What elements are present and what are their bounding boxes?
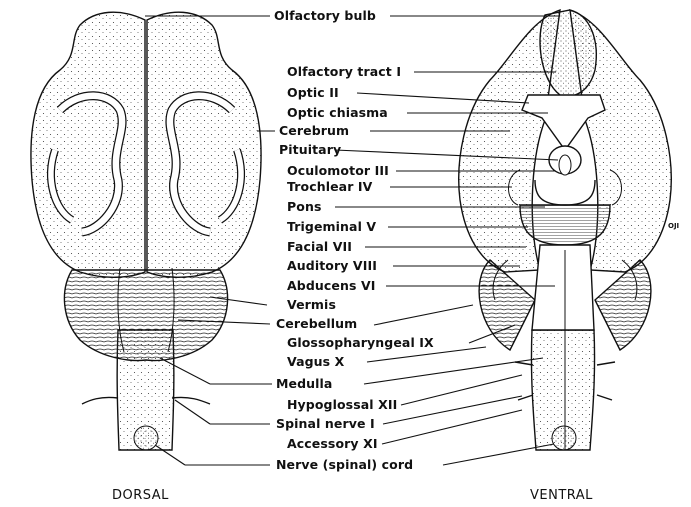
label-pituitary: Pituitary: [279, 143, 341, 157]
label-vagus: Vagus X: [287, 355, 344, 369]
label-medulla: Medulla: [276, 377, 332, 391]
label-pons: Pons: [287, 200, 322, 214]
label-nerve-cord: Nerve (spinal) cord: [276, 458, 413, 472]
label-spinal-nerve: Spinal nerve I: [276, 417, 375, 431]
dorsal-left-hemisphere: [31, 12, 145, 277]
label-hypoglossal: Hypoglossal XII: [287, 398, 397, 412]
ventral-brain: [459, 10, 672, 450]
label-trigeminal: Trigeminal V: [287, 220, 376, 234]
label-abducens: Abducens VI: [287, 279, 375, 293]
label-accessory: Accessory XI: [287, 437, 378, 451]
ventral-cerebellum-right: [595, 260, 651, 350]
artist-signature: OJI: [668, 222, 679, 230]
label-optic-chiasma: Optic chiasma: [287, 106, 388, 120]
dorsal-cerebellum: [64, 270, 227, 360]
label-cerebellum: Cerebellum: [276, 317, 357, 331]
label-oculomotor: Oculomotor III: [287, 164, 389, 178]
label-trochlear: Trochlear IV: [287, 180, 372, 194]
label-dorsal-view: DORSAL: [112, 488, 169, 503]
ventral-cerebellum-left: [479, 260, 535, 350]
label-optic: Optic II: [287, 86, 339, 100]
label-auditory: Auditory VIII: [287, 259, 377, 273]
label-olfactory-bulb: Olfactory bulb: [274, 9, 376, 23]
label-olfactory-tract: Olfactory tract I: [287, 65, 401, 79]
label-glossopharyngeal: Glossopharyngeal IX: [287, 336, 434, 350]
dorsal-right-hemisphere: [147, 12, 261, 277]
label-cerebrum: Cerebrum: [279, 124, 349, 138]
label-ventral-view: VENTRAL: [530, 488, 593, 503]
label-facial: Facial VII: [287, 240, 352, 254]
label-vermis: Vermis: [287, 298, 336, 312]
ventral-medulla: [532, 245, 594, 330]
